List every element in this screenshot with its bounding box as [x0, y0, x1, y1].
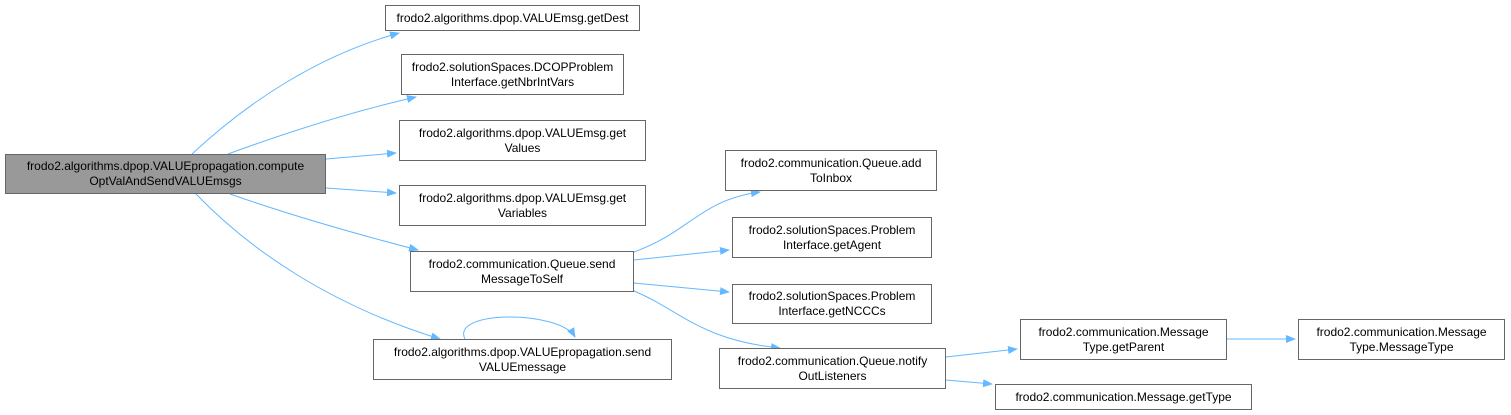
edge-root-sendVALUEmessage — [195, 193, 441, 341]
node-MessageType[interactable]: frodo2.communication.Message Type.Messag… — [1298, 319, 1505, 360]
edge-sendVALUEmessage-self — [463, 316, 576, 340]
edge-root-sendMessageToSelf — [229, 193, 419, 252]
node-label-line: frodo2.communication.Queue.add — [740, 155, 922, 170]
node-getAgent[interactable]: frodo2.solutionSpaces.Problem Interface.… — [732, 217, 932, 258]
node-label-line: ToInbox — [809, 170, 853, 185]
node-getNCCCs[interactable]: frodo2.solutionSpaces.Problem Interface.… — [732, 284, 932, 324]
node-label-line: OutListeners — [798, 368, 867, 383]
node-getParent[interactable]: frodo2.communication.Message Type.getPar… — [1020, 319, 1227, 360]
node-label-line: frodo2.communication.Message — [1316, 324, 1487, 339]
node-label-line: frodo2.communication.Message — [1038, 324, 1209, 339]
node-label-line: Type.MessageType — [1349, 339, 1454, 354]
node-sendVALUEmessage[interactable]: frodo2.algorithms.dpop.VALUEpropagation.… — [373, 339, 672, 380]
node-label-line: frodo2.algorithms.dpop.VALUEmsg.get — [418, 190, 627, 205]
node-addToInbox[interactable]: frodo2.communication.Queue.add ToInbox — [725, 150, 937, 191]
node-label-line: frodo2.algorithms.dpop.VALUEmsg.get — [418, 125, 627, 140]
node-getVariables[interactable]: frodo2.algorithms.dpop.VALUEmsg.get Vari… — [399, 185, 646, 226]
edge-root-getVariables — [325, 187, 397, 197]
node-label-line: frodo2.solutionSpaces.DCOPProblem — [411, 59, 614, 74]
edge-notifyOutListeners-getParent — [945, 346, 1018, 358]
node-label-line: frodo2.communication.Queue.notify — [737, 353, 928, 368]
edge-root-getDest — [191, 31, 400, 155]
node-root-computeOptValAndSendVALUEmsgs: frodo2.algorithms.dpop.VALUEpropagation.… — [5, 154, 326, 194]
edge-sendMessageToSelf-notifyOutListeners — [633, 290, 781, 352]
node-label-line: Interface.getNCCCs — [778, 304, 886, 318]
node-label-line: frodo2.solutionSpaces.Problem — [748, 222, 916, 237]
node-label-line: frodo2.algorithms.dpop.VALUEpropagation.… — [26, 159, 305, 173]
node-label-line: frodo2.communication.Message.getType — [1015, 389, 1232, 404]
edge-sendMessageToSelf-getNCCCs — [633, 282, 730, 296]
node-label-line: frodo2.communication.Queue.send — [428, 256, 616, 271]
node-label-line: frodo2.algorithms.dpop.VALUEpropagation.… — [393, 344, 652, 359]
node-label-line: Interface.getAgent — [782, 237, 882, 252]
node-getValues[interactable]: frodo2.algorithms.dpop.VALUEmsg.get Valu… — [399, 120, 646, 161]
node-notifyOutListeners[interactable]: frodo2.communication.Queue.notify OutLis… — [719, 348, 946, 389]
edge-sendMessageToSelf-getAgent — [633, 246, 730, 261]
node-getType[interactable]: frodo2.communication.Message.getType — [995, 384, 1252, 410]
edge-root-getNbrIntVars — [227, 95, 417, 155]
node-getDest[interactable]: frodo2.algorithms.dpop.VALUEmsg.getDest — [385, 5, 640, 31]
node-sendMessageToSelf[interactable]: frodo2.communication.Queue.send MessageT… — [410, 251, 634, 292]
edge-root-getValues — [325, 149, 397, 160]
edge-notifyOutListeners-getType — [945, 379, 993, 388]
node-label-line: MessageToSelf — [480, 271, 564, 286]
node-label-line: OptValAndSendVALUEmsgs — [89, 174, 242, 188]
node-label-line: Type.getParent — [1082, 339, 1165, 354]
node-label-line: Interface.getNbrIntVars — [450, 74, 575, 89]
node-getNbrIntVars[interactable]: frodo2.solutionSpaces.DCOPProblem Interf… — [401, 54, 624, 95]
node-label-line: frodo2.solutionSpaces.Problem — [748, 289, 916, 303]
node-label-line: VALUEmessage — [478, 359, 567, 374]
node-label-line: Variables — [497, 205, 548, 220]
edge-sendMessageToSelf-addToInbox — [633, 189, 761, 253]
node-label-line: frodo2.algorithms.dpop.VALUEmsg.getDest — [396, 10, 629, 25]
node-label-line: Values — [504, 140, 541, 155]
